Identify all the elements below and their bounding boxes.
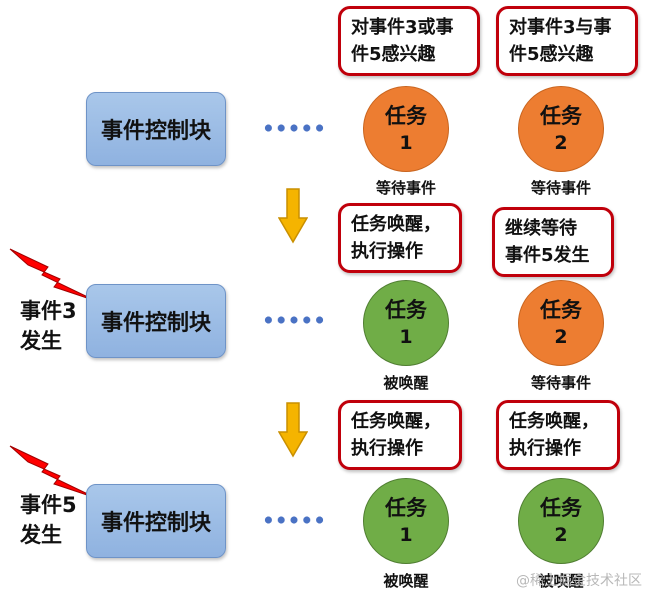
bubble-line: 执行操作 <box>509 438 581 459</box>
task-name: 任务 <box>540 496 582 520</box>
lightning-icon <box>9 445 97 499</box>
task2-state: 等待事件 <box>530 374 591 392</box>
task-name: 任务 <box>385 496 427 520</box>
task-name: 任务 <box>385 104 427 128</box>
task1-speech-bubble: 对事件3或事 件5感兴趣 <box>338 6 480 76</box>
task-number: 1 <box>399 524 413 546</box>
bubble-line: 对事件3与事 <box>509 17 612 38</box>
task2-node: 任务 2 <box>518 478 604 564</box>
bubble-line: 执行操作 <box>351 241 423 262</box>
event-line: 发生 <box>20 523 62 547</box>
dotted-connector <box>262 316 326 324</box>
down-arrow-icon <box>278 188 308 244</box>
bubble-line: 继续等待 <box>505 218 577 239</box>
bubble-line: 执行操作 <box>351 438 423 459</box>
task-name: 任务 <box>540 104 582 128</box>
bubble-line: 件5感兴趣 <box>509 44 594 65</box>
bubble-line: 任务唤醒， <box>509 411 599 432</box>
task2-speech-bubble: 对事件3与事 件5感兴趣 <box>496 6 638 76</box>
task1-node: 任务 1 <box>363 280 449 366</box>
down-arrow-icon <box>278 402 308 458</box>
event-control-block: 事件控制块 <box>86 484 226 558</box>
event-line: 事件5 <box>20 493 77 517</box>
task-number: 2 <box>554 326 568 348</box>
task1-node: 任务 1 <box>363 86 449 172</box>
task1-speech-bubble: 任务唤醒， 执行操作 <box>338 400 462 470</box>
ecb-label: 事件控制块 <box>100 311 211 336</box>
event-control-block: 事件控制块 <box>86 284 226 358</box>
task-number: 1 <box>399 132 413 154</box>
ecb-label: 事件控制块 <box>100 511 211 536</box>
ecb-label: 事件控制块 <box>100 119 211 144</box>
task-number: 1 <box>399 326 413 348</box>
event-5-label: 事件5 发生 <box>20 490 77 550</box>
lightning-icon <box>9 248 97 302</box>
dotted-connector <box>262 124 326 132</box>
bubble-line: 任务唤醒， <box>351 411 441 432</box>
task2-state: 被唤醒 <box>538 572 584 590</box>
task1-node: 任务 1 <box>363 478 449 564</box>
bubble-line: 件5感兴趣 <box>351 44 436 65</box>
task-number: 2 <box>554 132 568 154</box>
event-control-block: 事件控制块 <box>86 92 226 166</box>
task2-node: 任务 2 <box>518 280 604 366</box>
task2-node: 任务 2 <box>518 86 604 172</box>
task-number: 2 <box>554 524 568 546</box>
task1-state: 被唤醒 <box>383 374 429 392</box>
event-line: 发生 <box>20 329 62 353</box>
bubble-line: 对事件3或事 <box>351 17 454 38</box>
watermark: @稀土掘金技术社区 <box>516 573 642 589</box>
task2-state: 等待事件 <box>530 179 591 197</box>
task1-state: 被唤醒 <box>383 572 429 590</box>
bubble-line: 事件5发生 <box>505 245 590 266</box>
task2-speech-bubble: 任务唤醒， 执行操作 <box>496 400 620 470</box>
task2-speech-bubble: 继续等待 事件5发生 <box>492 207 614 277</box>
event-3-label: 事件3 发生 <box>20 296 77 356</box>
task1-speech-bubble: 任务唤醒， 执行操作 <box>338 203 462 273</box>
dotted-connector <box>262 516 326 524</box>
bubble-line: 任务唤醒， <box>351 214 441 235</box>
task-name: 任务 <box>385 298 427 322</box>
task1-state: 等待事件 <box>375 179 436 197</box>
event-line: 事件3 <box>20 299 77 323</box>
task-name: 任务 <box>540 298 582 322</box>
